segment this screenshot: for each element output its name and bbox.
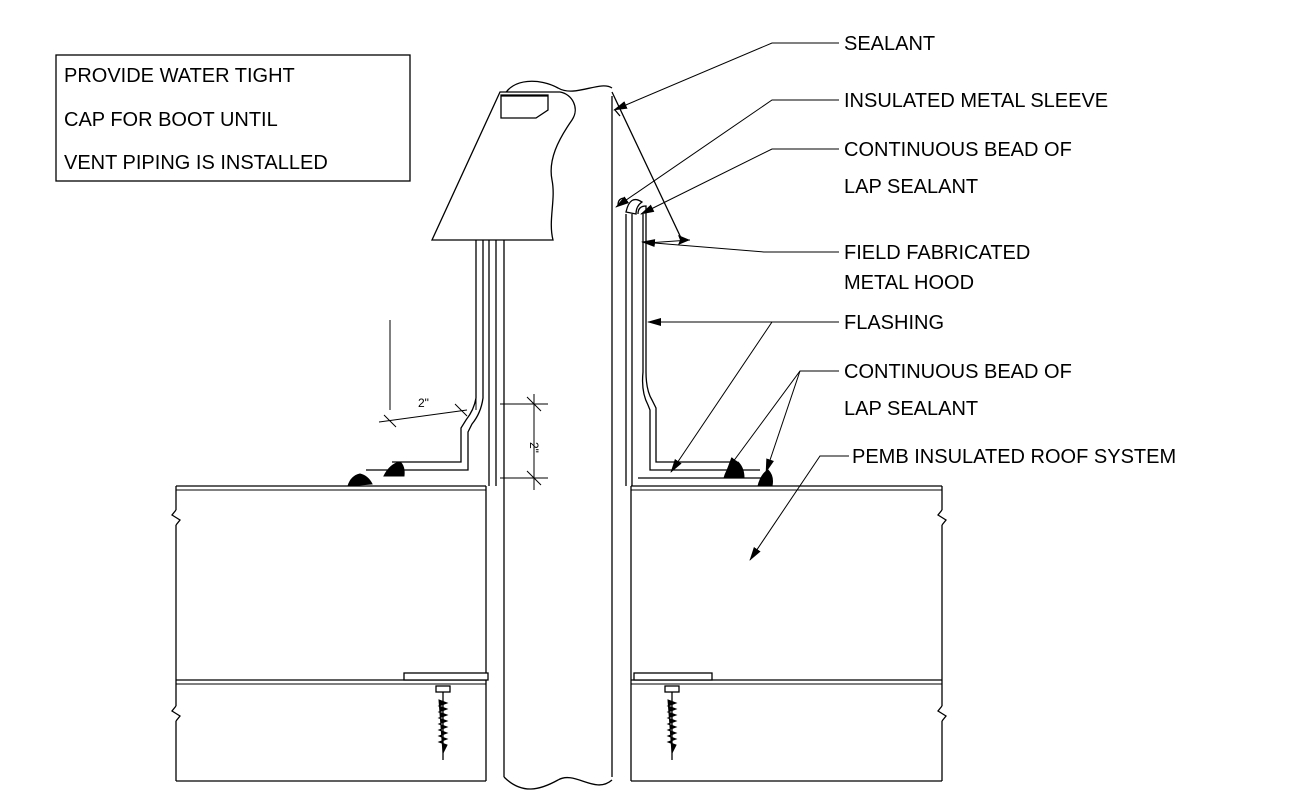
dimension-horizontal: 2" bbox=[378, 320, 477, 428]
label-lap-sealant-top-1: CONTINUOUS BEAD OF bbox=[844, 139, 1072, 161]
label-insulated-metal-sleeve: INSULATED METAL SLEEVE bbox=[844, 90, 1108, 112]
note-line-2: CAP FOR BOOT UNTIL bbox=[64, 109, 278, 131]
label-roof-system: PEMB INSULATED ROOF SYSTEM bbox=[852, 446, 1176, 468]
clip-plate-left bbox=[403, 672, 489, 760]
note-box: PROVIDE WATER TIGHT CAP FOR BOOT UNTIL V… bbox=[55, 54, 411, 182]
screw-right bbox=[664, 685, 680, 760]
label-lap-sealant-bottom-2: LAP SEALANT bbox=[844, 398, 978, 420]
label-flashing: FLASHING bbox=[844, 312, 944, 334]
leader-flashing bbox=[647, 318, 839, 473]
label-metal-hood-1: FIELD FABRICATED bbox=[844, 242, 1030, 264]
label-lap-sealant-bottom-1: CONTINUOUS BEAD OF bbox=[844, 361, 1072, 383]
leader-sleeve bbox=[615, 99, 839, 208]
leader-sealant bbox=[613, 42, 839, 111]
leader-lap-sealant-bottom bbox=[726, 370, 839, 473]
lap-sealant-right bbox=[723, 461, 773, 487]
dimension-horizontal-label: 2" bbox=[418, 396, 429, 410]
dimension-vertical-label: 2" bbox=[527, 442, 541, 453]
label-metal-hood-2: METAL HOOD bbox=[844, 272, 974, 294]
dimension-vertical: 2" bbox=[500, 394, 548, 490]
metal-hood-left bbox=[430, 91, 576, 241]
note-line-3: VENT PIPING IS INSTALLED bbox=[64, 152, 328, 174]
lap-sealant-left bbox=[347, 461, 405, 487]
metal-hood-right bbox=[611, 91, 683, 241]
roof-panel-left bbox=[171, 485, 487, 782]
label-lap-sealant-top-2: LAP SEALANT bbox=[844, 176, 978, 198]
leader-roof-system bbox=[749, 455, 849, 561]
insulated-sleeve-right bbox=[617, 197, 644, 486]
flashing-right bbox=[637, 205, 768, 479]
screw-left bbox=[435, 685, 451, 760]
note-line-1: PROVIDE WATER TIGHT bbox=[64, 65, 295, 87]
clip-plate-right bbox=[633, 672, 713, 760]
leader-lap-sealant-top bbox=[640, 148, 839, 215]
leader-hood bbox=[641, 235, 839, 253]
roof-panel-right bbox=[630, 485, 947, 782]
label-sealant: SEALANT bbox=[844, 33, 935, 55]
